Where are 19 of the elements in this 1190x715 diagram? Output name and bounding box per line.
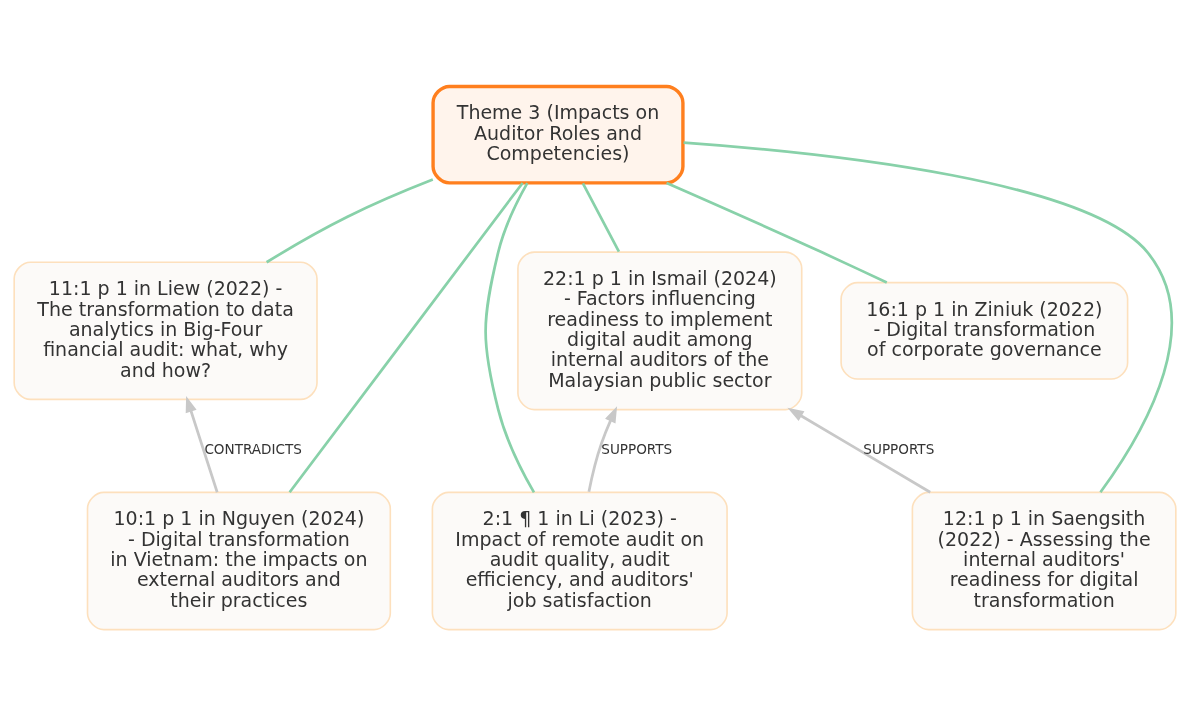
edge-label: SUPPORTS bbox=[601, 440, 673, 457]
node-box: 12:1 p 1 in Saengsith (2022) - Assessing the internal auditors' readiness for digital transformation bbox=[911, 491, 1177, 630]
arrow bbox=[787, 407, 931, 493]
connector bbox=[484, 181, 536, 493]
node-box: 10:1 p 1 in Nguyen (2024) - Digital transformation in Vietnam: the impacts on external auditors and their practices bbox=[86, 491, 392, 630]
node-box: 22:1 p 1 in Ismail (2024) - Factors influencing readiness to implement digital audit among internal auditors of the Malaysian public sector bbox=[517, 250, 803, 410]
connector bbox=[666, 181, 888, 284]
connector bbox=[265, 177, 434, 263]
connector bbox=[683, 140, 1173, 493]
arrow bbox=[185, 395, 219, 493]
connector bbox=[288, 181, 524, 493]
connector bbox=[581, 182, 621, 252]
edge-label: CONTRADICTS bbox=[204, 440, 302, 457]
node-box: 2:1 ¶ 1 in Li (2023) - Impact of remote audit on audit quality, audit efficiency, and auditors' job satisfaction bbox=[431, 491, 728, 630]
node-box: 11:1 p 1 in Liew (2022) - The transformation to data analytics in Big-Four financial audit: what, why and how? bbox=[13, 260, 318, 400]
node-box: 16:1 p 1 in Ziniuk (2022) - Digital transformation of corporate governance bbox=[840, 281, 1129, 380]
edge-label: SUPPORTS bbox=[863, 440, 935, 457]
arrow bbox=[587, 405, 618, 492]
node-box: Theme 3 (Impacts on Auditor Roles and Competencies) bbox=[431, 84, 685, 185]
